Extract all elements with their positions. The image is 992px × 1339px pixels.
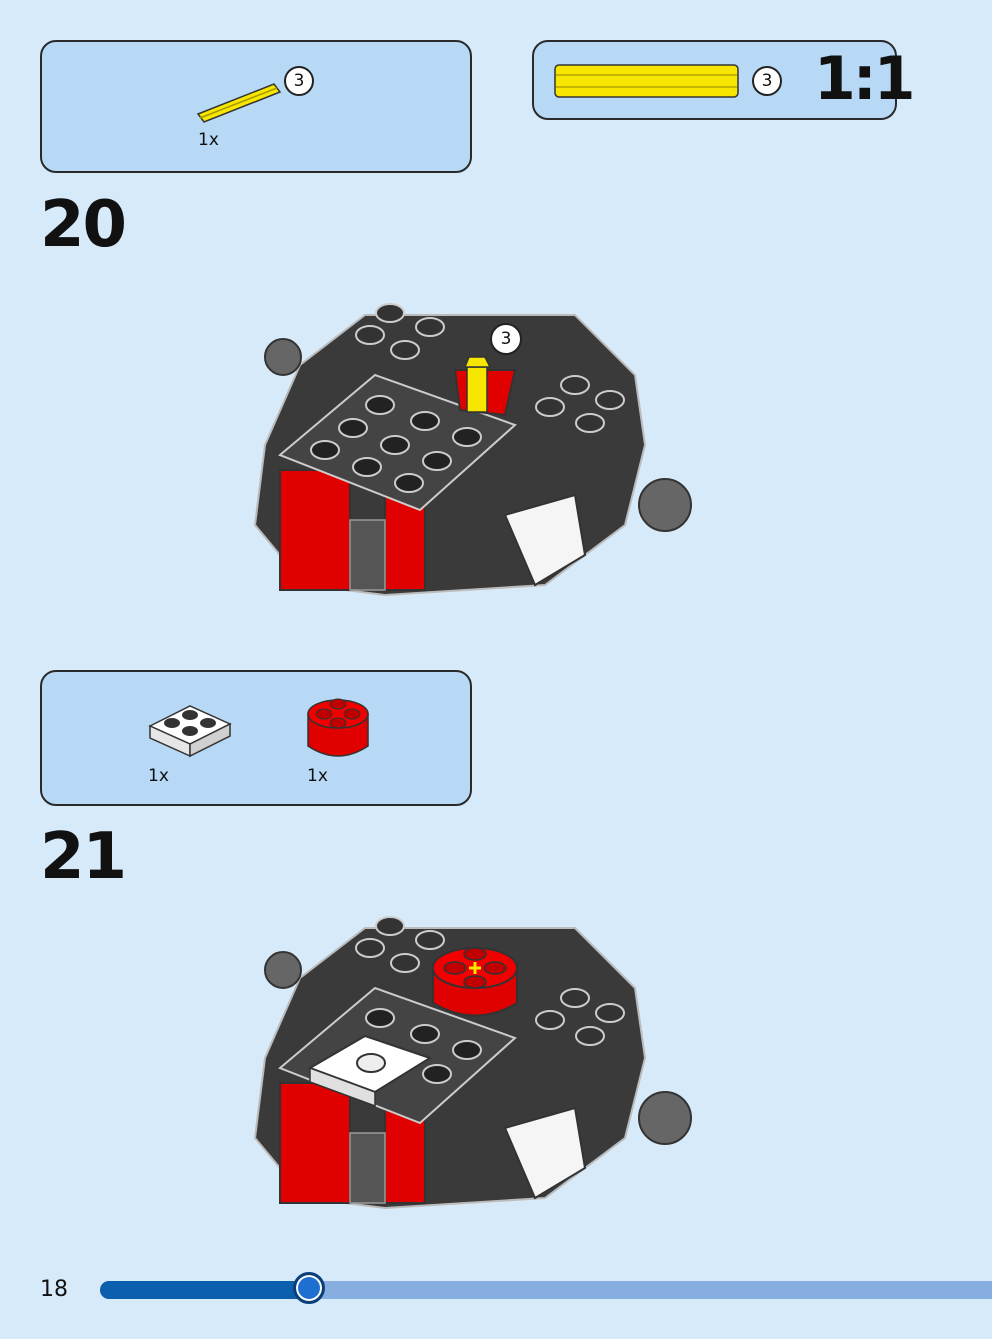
part-quantity: 1x [198,130,219,150]
scale-size-badge: 3 [752,66,782,96]
scale-label: 1:1 [814,44,915,114]
step-number-20: 20 [40,188,127,262]
page-number: 18 [40,1277,68,1302]
progress-track [100,1272,992,1304]
axle-size-badge: 3 [284,66,314,96]
yellow-axle-scale-icon [554,64,739,98]
progress-fill [100,1281,312,1299]
step-20-model-illustration [253,303,692,597]
step-number-21: 21 [40,820,127,894]
parts-box-step-20: 3 1x [40,40,472,173]
yellow-axle-icon [196,83,282,123]
scale-box: 3 1:1 [532,40,915,120]
step-20-axle-callout: 3 [490,323,522,355]
parts-box-step-21: 1x 1x [40,670,472,806]
part-quantity: 1x [148,766,169,786]
red-round-brick-2x2-icon [307,698,369,757]
step-21-model-illustration [253,916,692,1210]
progress-knob [293,1272,326,1304]
part-quantity: 1x [307,766,328,786]
white-plate-2x2-icon [148,705,232,758]
